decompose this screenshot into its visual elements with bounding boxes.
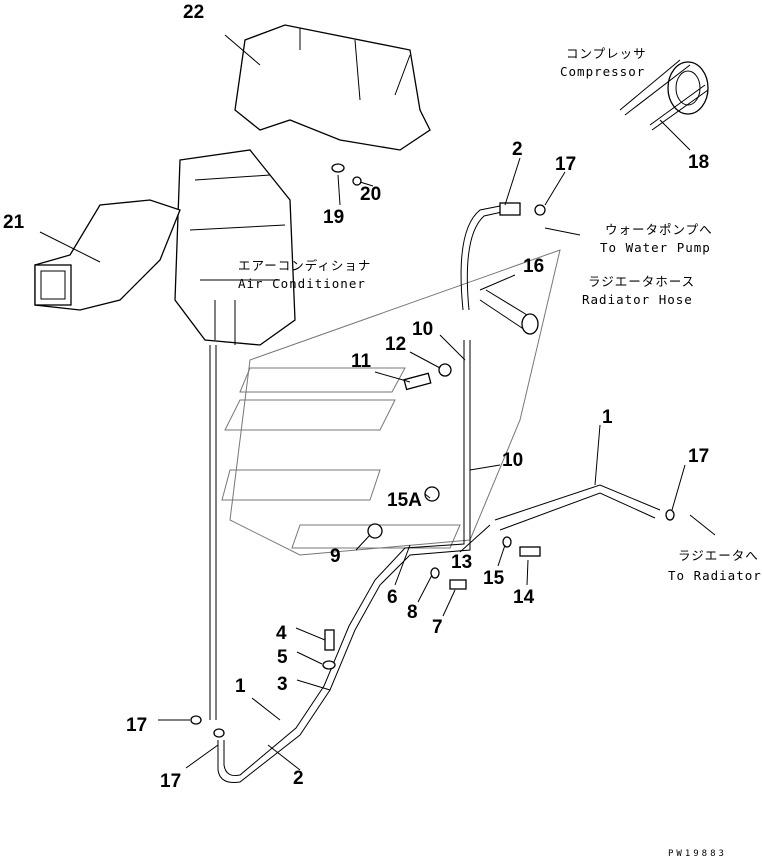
callout-4: 4 (276, 623, 287, 644)
fasteners (190, 163, 675, 738)
callout-8: 8 (407, 602, 418, 623)
hoses (209, 202, 716, 783)
callout-2: 2 (293, 768, 304, 789)
callout-1: 1 (235, 676, 246, 697)
radiator-hose-label-jp: ラジエータホース (588, 274, 695, 289)
radiator-label-jp: ラジエータへ (678, 548, 759, 563)
callout-9: 9 (330, 546, 341, 567)
callout-21: 21 (3, 212, 25, 233)
compressor-label-jp: コンプレッサ (566, 46, 647, 61)
callout-5: 5 (277, 647, 288, 668)
callout-15A: 15A (387, 490, 422, 511)
water-pump-label-jp: ウォータポンプへ (605, 222, 713, 237)
callout-10: 10 (412, 319, 433, 340)
callout-3: 3 (277, 674, 288, 695)
callout-1: 1 (602, 407, 613, 428)
air-conditioner-unit (174, 149, 296, 346)
callout-6: 6 (387, 587, 398, 608)
callout-18: 18 (688, 152, 709, 173)
duct-22 (234, 24, 431, 151)
callout-17: 17 (126, 715, 147, 736)
callout-17: 17 (688, 446, 709, 467)
callout-20: 20 (360, 184, 381, 205)
callout-17: 17 (160, 771, 181, 792)
duct-21 (34, 199, 181, 311)
callout-14: 14 (513, 587, 535, 608)
compressor-label-en: Compressor (560, 64, 645, 79)
callout-15: 15 (483, 568, 505, 589)
drawing-code: PW19883 (668, 849, 727, 859)
callout-13: 13 (451, 552, 472, 573)
aircon-label-en: Air Conditioner (238, 276, 366, 291)
callout-7: 7 (432, 617, 443, 638)
compressor (619, 59, 709, 131)
leader-lines (39, 34, 691, 771)
callout-12: 12 (385, 334, 406, 355)
callout-16: 16 (523, 256, 544, 277)
aircon-label-jp: エアーコンディショナ (238, 258, 371, 273)
callout-17: 17 (555, 154, 576, 175)
radiator-label-en: To Radiator (668, 568, 762, 583)
water-pump-label-en: To Water Pump (600, 240, 711, 255)
callout-11: 11 (351, 351, 372, 372)
callout-2: 2 (512, 139, 523, 160)
callout-22: 22 (183, 2, 204, 23)
radiator-hose-label-en: Radiator Hose (582, 292, 693, 307)
callout-10: 10 (502, 450, 523, 471)
callout-19: 19 (323, 207, 344, 228)
